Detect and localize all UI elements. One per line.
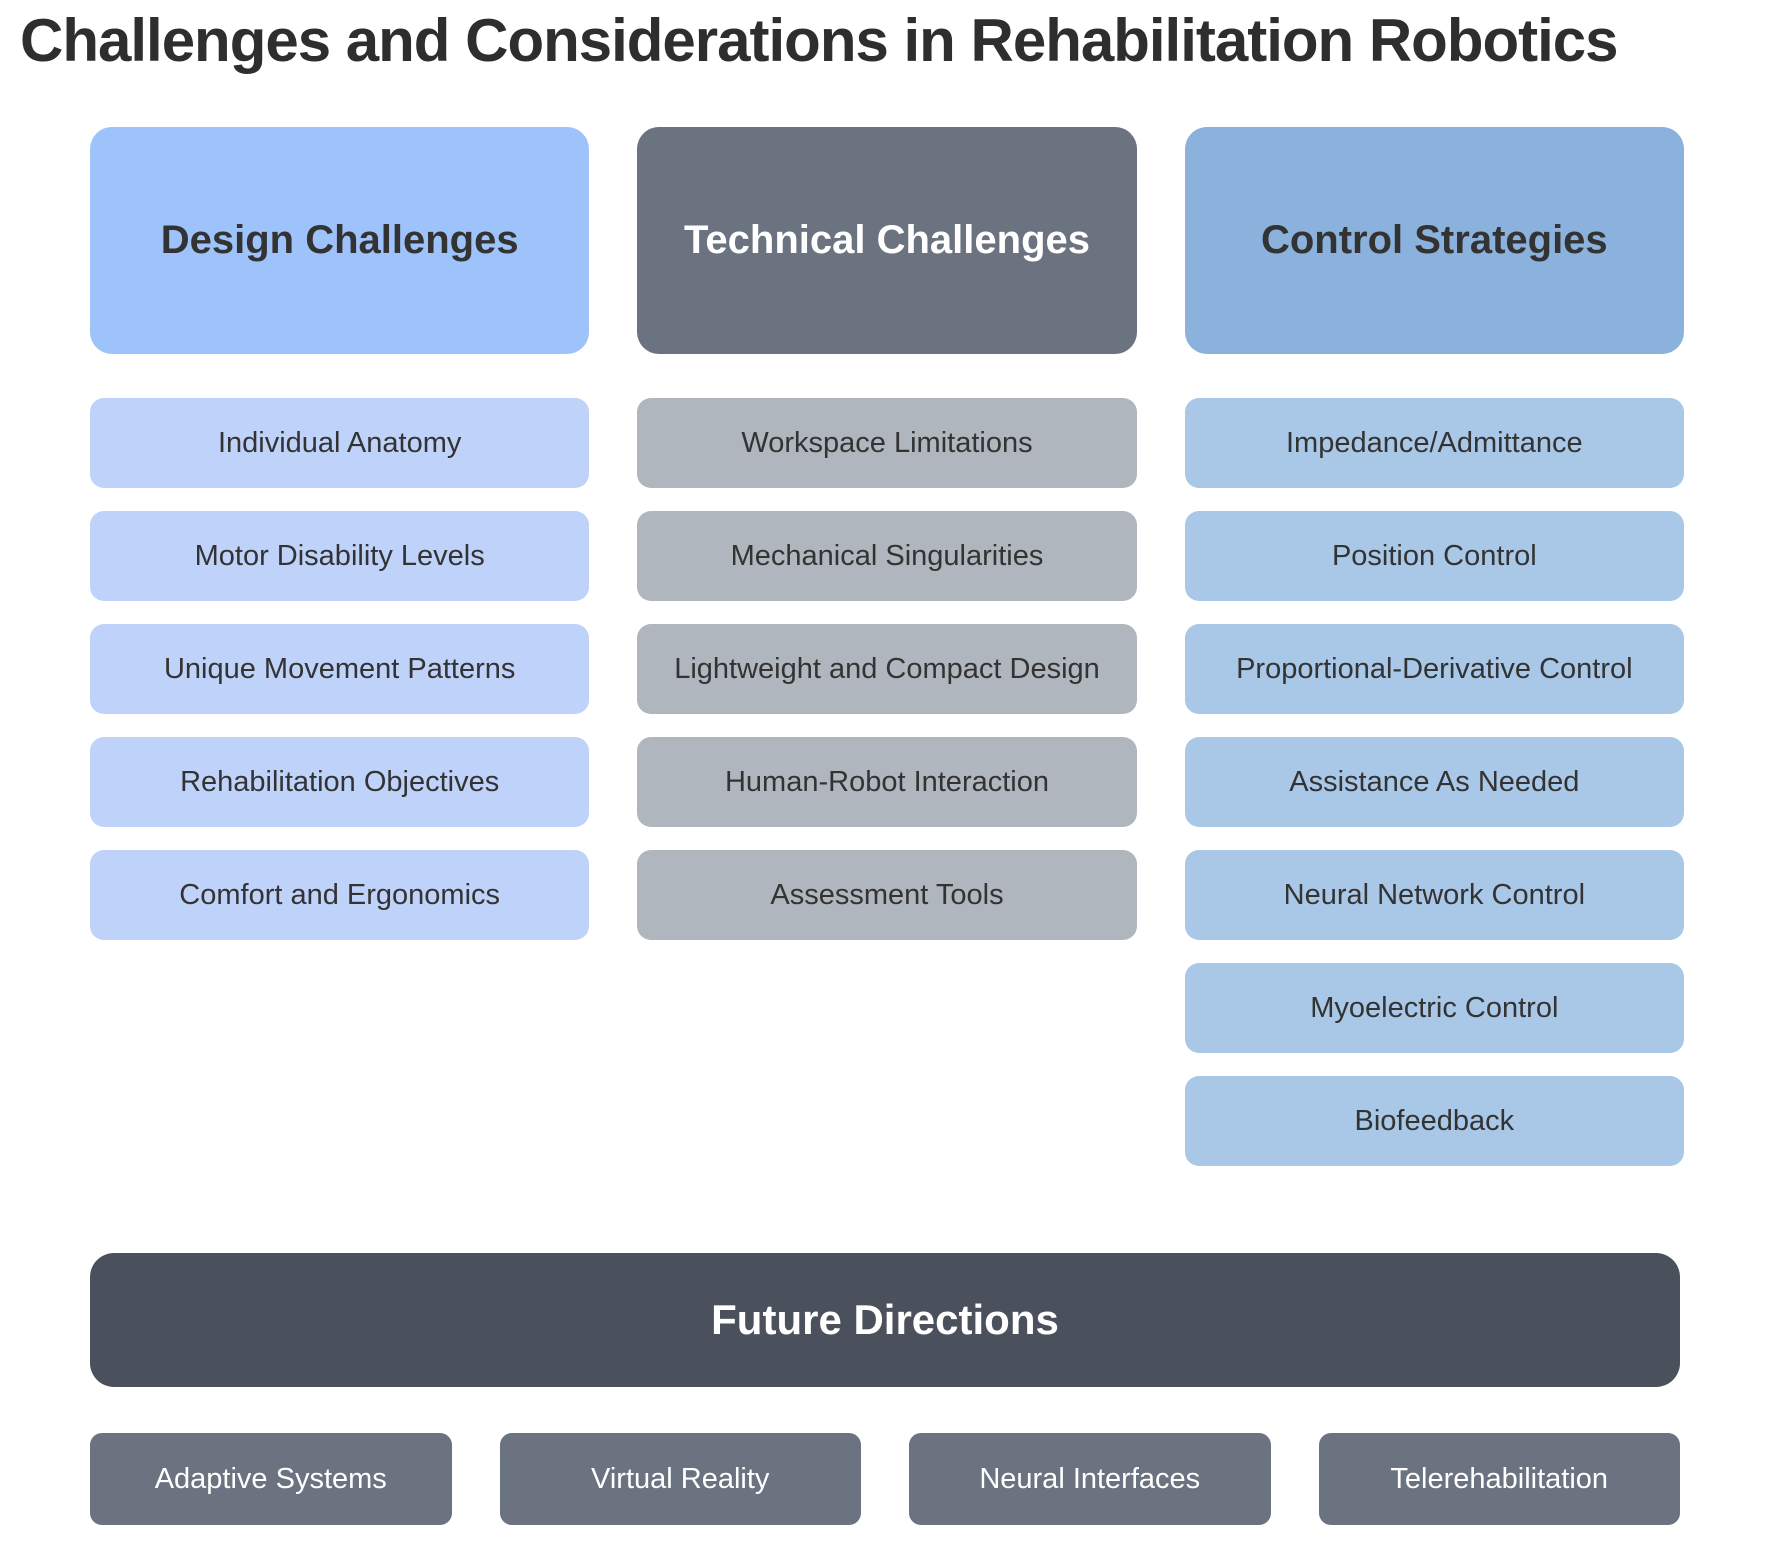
item-lightweight-and-compact-design: Lightweight and Compact Design: [637, 624, 1137, 714]
item-assistance-as-needed: Assistance As Needed: [1184, 737, 1684, 827]
future-item-neural-interfaces: Neural Interfaces: [909, 1433, 1271, 1525]
item-unique-movement-patterns: Unique Movement Patterns: [90, 624, 590, 714]
item-biofeedback: Biofeedback: [1184, 1076, 1684, 1166]
diagram-title: Challenges and Considerations in Rehabil…: [20, 7, 1619, 74]
item-rehabilitation-objectives: Rehabilitation Objectives: [90, 737, 590, 827]
item-position-control: Position Control: [1184, 511, 1684, 601]
header-box-design-challenges: Design Challenges: [90, 127, 590, 354]
item-assessment-tools: Assessment Tools: [637, 850, 1137, 940]
diagram-canvas: Challenges and Considerations in Rehabil…: [0, 6, 1776, 1556]
future-item-adaptive-systems: Adaptive Systems: [90, 1433, 452, 1525]
item-individual-anatomy: Individual Anatomy: [90, 398, 590, 488]
item-myoelectric-control: Myoelectric Control: [1184, 963, 1684, 1053]
future-item-telerehabilitation: Telerehabilitation: [1318, 1433, 1680, 1525]
header-box-control-strategies: Control Strategies: [1184, 127, 1684, 354]
item-mechanical-singularities: Mechanical Singularities: [637, 511, 1137, 601]
item-proportional-derivative-control: Proportional-Derivative Control: [1184, 624, 1684, 714]
future-item-virtual-reality: Virtual Reality: [499, 1433, 861, 1525]
item-motor-disability-levels: Motor Disability Levels: [90, 511, 590, 601]
item-comfort-and-ergonomics: Comfort and Ergonomics: [90, 850, 590, 940]
item-impedance-admittance: Impedance/Admittance: [1184, 398, 1684, 488]
item-human-robot-interaction: Human-Robot Interaction: [637, 737, 1137, 827]
header-box-technical-challenges: Technical Challenges: [637, 127, 1137, 354]
future-directions-header-box: Future Directions: [90, 1253, 1680, 1387]
item-neural-network-control: Neural Network Control: [1184, 850, 1684, 940]
item-workspace-limitations: Workspace Limitations: [637, 398, 1137, 488]
future-items-row: Adaptive Systems Virtual Reality Neural In…: [90, 1433, 1680, 1525]
